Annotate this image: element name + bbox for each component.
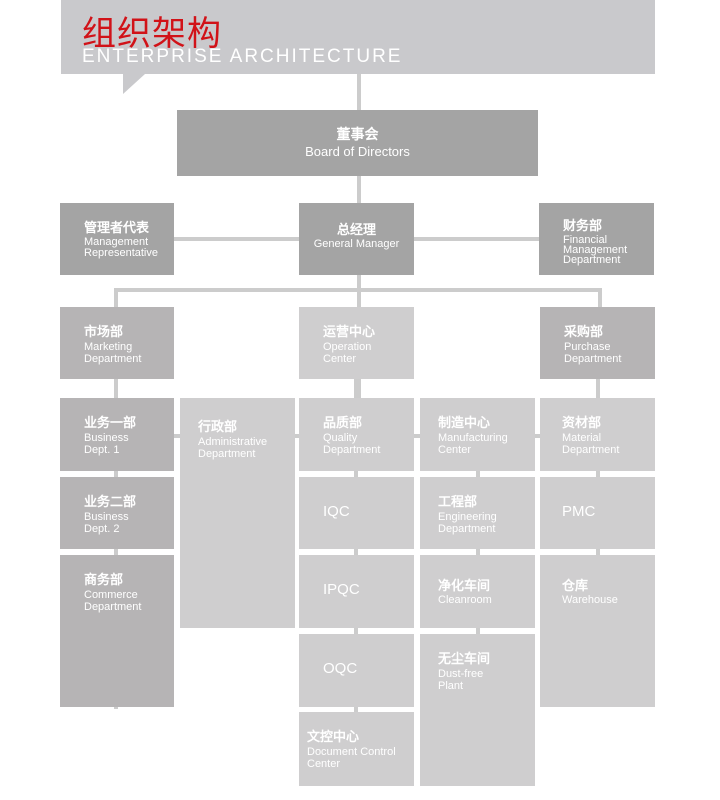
box-label-cn: 品质部: [323, 416, 363, 431]
box-label-cn: 市场部: [84, 325, 124, 340]
box-label-en: Quality Department: [323, 432, 381, 456]
box-iqc: IQC: [299, 477, 414, 549]
box-label-en: Business Dept. 2: [84, 511, 129, 535]
box-label-en: IPQC: [323, 581, 360, 598]
box-commerce: 商务部 Commerce Department: [60, 555, 174, 707]
box-label-en: OQC: [323, 660, 358, 677]
box-label-en: Manufacturing Center: [438, 432, 508, 456]
box-label-en: Financial Management Department: [563, 234, 628, 266]
box-label-cn: 总经理: [336, 223, 376, 238]
box-label-cn: 仓库: [562, 579, 589, 594]
box-operation: 运营中心 Operation Center: [299, 307, 414, 379]
box-purchase: 采购部 Purchase Department: [540, 307, 655, 379]
box-mgmt: 管理者代表 Management Representative: [60, 203, 174, 275]
box-finance: 财务部 Financial Management Department: [539, 203, 654, 275]
box-label-cn: 资材部: [562, 416, 602, 431]
banner-tail: [123, 74, 145, 94]
connector-row3: [114, 288, 602, 292]
box-label-cn: 运营中心: [323, 325, 376, 340]
title-cn: 组织架构: [82, 14, 222, 54]
box-label-cn: 采购部: [564, 325, 604, 340]
box-label-en: Warehouse: [562, 594, 618, 606]
box-label-en: Engineering Department: [438, 511, 497, 535]
box-label-cn: 商务部: [84, 573, 124, 588]
box-quality: 品质部 Quality Department: [299, 398, 414, 471]
box-label-en: IQC: [323, 503, 350, 520]
box-label-cn: 行政部: [198, 420, 238, 435]
box-eng: 工程部 Engineering Department: [420, 477, 535, 549]
box-clean: 净化车间 Cleanroom: [420, 555, 535, 628]
box-biz2: 业务二部 Business Dept. 2: [60, 477, 174, 549]
box-label-en: Marketing Department: [84, 341, 142, 365]
box-label-en: Operation Center: [323, 341, 372, 365]
box-label-en: Commerce Department: [84, 589, 142, 613]
box-material: 资材部 Material Department: [540, 398, 655, 471]
box-marketing: 市场部 Marketing Department: [60, 307, 174, 379]
box-label-en: Dust-free Plant: [438, 668, 484, 692]
box-label-cn: 业务一部: [84, 416, 137, 431]
box-label-cn: 无尘车间: [438, 652, 491, 667]
box-label-en: PMC: [562, 503, 596, 520]
box-ipqc: IPQC: [299, 555, 414, 628]
box-label-en: Document Control Center: [307, 746, 396, 770]
box-label-cn: 董事会: [336, 127, 379, 143]
box-label-cn: 工程部: [438, 495, 478, 510]
box-admin: 行政部 Administrative Department: [180, 398, 295, 628]
box-mfg: 制造中心 Manufacturing Center: [420, 398, 535, 471]
box-doc: 文控中心 Document Control Center: [299, 712, 414, 786]
box-label-en: General Manager: [313, 238, 400, 250]
title-en: ENTERPRISE ARCHITECTURE: [82, 46, 403, 67]
box-label-cn: 业务二部: [84, 495, 137, 510]
box-label-cn: 管理者代表: [84, 221, 150, 236]
connector-left-drop: [114, 288, 118, 308]
box-label-cn: 制造中心: [438, 416, 491, 431]
box-label-en: Material Department: [562, 432, 620, 456]
connector-right-drop: [598, 288, 602, 308]
box-label-en: Purchase Department: [564, 341, 622, 365]
box-label-en: Business Dept. 1: [84, 432, 129, 456]
box-biz1: 业务一部 Business Dept. 1: [60, 398, 174, 471]
box-label-en: Management Representative: [84, 236, 158, 259]
box-label-en: Cleanroom: [438, 594, 492, 606]
box-board: 董事会 Board of Directors: [177, 110, 538, 176]
box-label-cn: 财务部: [563, 219, 603, 234]
box-gm: 总经理 General Manager: [299, 203, 414, 275]
box-label-en: Board of Directors: [305, 144, 410, 159]
box-label-en: Administrative Department: [198, 436, 268, 460]
box-pmc: PMC: [540, 477, 655, 549]
box-label-cn: 文控中心: [307, 730, 360, 745]
box-dust: 无尘车间 Dust-free Plant: [420, 634, 535, 786]
box-warehouse: 仓库 Warehouse: [540, 555, 655, 707]
header-banner: 组织架构 ENTERPRISE ARCHITECTURE: [61, 0, 655, 74]
box-label-cn: 净化车间: [438, 579, 491, 594]
box-oqc: OQC: [299, 634, 414, 707]
